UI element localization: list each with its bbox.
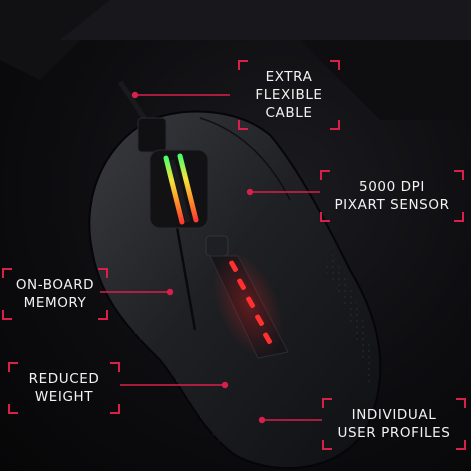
leader-lines (100, 91, 322, 424)
background-panels (0, 0, 471, 120)
callout-cable-line-3: CABLE (265, 105, 313, 121)
callout-sensor-line-2: PIXART SENSOR (334, 197, 450, 213)
callout-cable: EXTRA FLEXIBLE CABLE (238, 60, 340, 130)
callout-weight-line-1: REDUCED (28, 371, 100, 387)
led-strip (209, 251, 289, 359)
callout-profiles-line-2: USER PROFILES (337, 425, 451, 441)
callout-sensor: 5000 DPI PIXART SENSOR (320, 170, 464, 222)
callout-memory: ON-BOARD MEMORY (2, 268, 108, 320)
callout-weight: REDUCED WEIGHT (8, 362, 120, 414)
callout-memory-line-2: MEMORY (23, 295, 87, 311)
callout-weight-line-2: WEIGHT (34, 389, 94, 405)
callout-profiles-line-1: INDIVIDUAL (351, 407, 437, 423)
callout-profiles: INDIVIDUAL USER PROFILES (322, 398, 466, 450)
callout-cable-line-1: EXTRA (265, 69, 313, 85)
callout-cable-line-2: FLEXIBLE (255, 87, 323, 103)
cable-connector (137, 117, 167, 153)
dpi-button (205, 235, 229, 257)
rgb-scroll-wheel (149, 149, 209, 229)
callout-memory-line-1: ON-BOARD (15, 277, 95, 293)
callout-sensor-line-1: 5000 DPI (359, 179, 425, 195)
